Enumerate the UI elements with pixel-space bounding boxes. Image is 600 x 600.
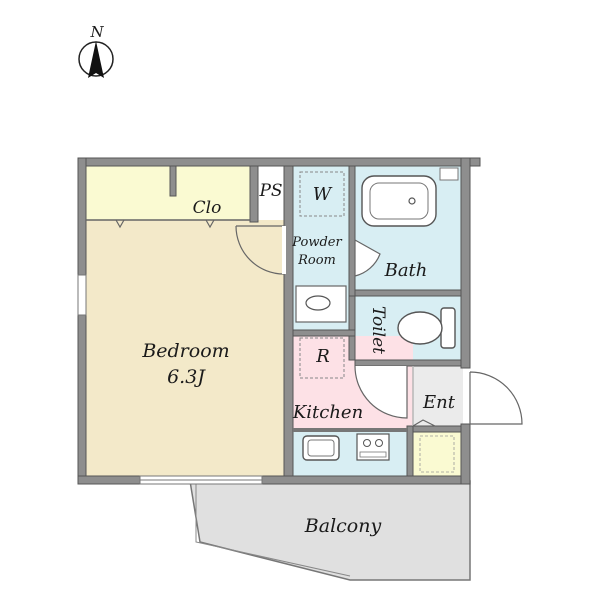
compass-arrow-icon <box>88 41 104 78</box>
entrance-door-swing <box>469 371 523 425</box>
refrigerator-space <box>299 337 345 379</box>
shoe-closet-floor <box>413 432 461 476</box>
closet-divider <box>169 165 177 197</box>
wall-kitchen-shoe <box>406 425 414 477</box>
pipe-space-label: PS <box>258 181 282 201</box>
wall-powder-toilet <box>348 295 356 361</box>
refrigerator-label: R <box>315 346 330 367</box>
wall-south-left <box>77 475 141 485</box>
washer-label: W <box>313 184 333 205</box>
balcony-label: Balcony <box>304 515 382 537</box>
washer-space <box>299 171 345 217</box>
closet-floor <box>86 166 250 220</box>
vanity-sink-icon <box>305 295 331 311</box>
powder-room-label-line2: Room <box>297 253 336 268</box>
pipe-space-floor <box>258 166 284 220</box>
powder-room-label-line1: Powder <box>291 235 342 250</box>
bedroom-size-label: 6.3J <box>167 366 206 388</box>
wall-powder-kitchen <box>292 329 356 337</box>
toilet-door-swing <box>354 365 408 419</box>
wall-bedroom-east <box>283 165 294 477</box>
compass-north-label: N <box>89 23 104 41</box>
toilet-bowl-icon <box>397 311 443 345</box>
toilet-label: Toilet <box>368 306 388 354</box>
shoe-closet <box>419 435 455 473</box>
wall-entrance-shoe <box>412 425 462 433</box>
bath-door-swing <box>354 238 381 277</box>
wall-closet-ps <box>249 165 259 223</box>
bedroom-west-window <box>77 274 87 316</box>
wall-east-upper <box>460 157 471 369</box>
entrance-label: Ent <box>422 392 456 413</box>
wall-west <box>77 157 87 485</box>
balcony-rail <box>195 481 351 577</box>
wall-powder-bath <box>348 165 356 297</box>
bedroom-door-swing <box>235 225 285 275</box>
toilet-tank-icon <box>440 307 456 349</box>
bedroom-label: Bedroom <box>141 340 229 362</box>
wall-north <box>77 157 481 167</box>
wall-south-right <box>261 475 471 485</box>
north-compass: N <box>78 23 114 78</box>
kitchen-label: Kitchen <box>292 402 363 423</box>
bath-label: Bath <box>384 260 428 281</box>
wall-bath-toilet <box>354 289 462 297</box>
wall-toilet-entrance <box>354 359 462 367</box>
bath-faucet-icon <box>439 167 459 181</box>
wall-east-lower <box>460 423 471 485</box>
closet-label: Clo <box>193 198 222 218</box>
entrance-floor <box>413 366 463 426</box>
